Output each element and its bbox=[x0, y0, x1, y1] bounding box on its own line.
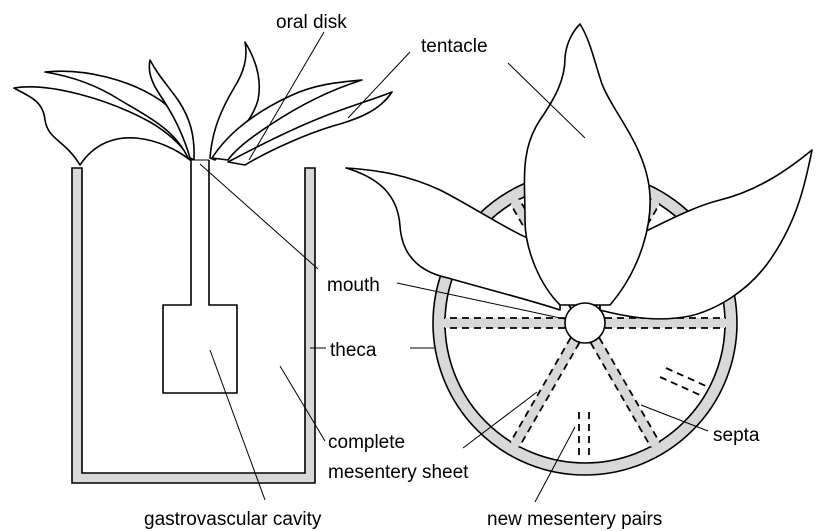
leader-complete-left bbox=[280, 366, 325, 441]
tentacle-top-center bbox=[524, 24, 650, 305]
tentacles-side bbox=[14, 42, 392, 165]
label-oral-disk: oral disk bbox=[276, 12, 347, 33]
label-septa: septa bbox=[713, 425, 760, 446]
tentacles-top bbox=[346, 24, 812, 319]
pharynx-tube bbox=[163, 160, 237, 393]
label-new-mesentery-pairs: new mesentery pairs bbox=[487, 509, 662, 530]
mouth-circle bbox=[565, 303, 605, 343]
label-complete-line1: complete bbox=[328, 432, 405, 453]
label-gastrovascular-cavity: gastrovascular cavity bbox=[144, 509, 322, 530]
label-complete-line2: mesentery sheet bbox=[328, 462, 469, 483]
leader-mouth-left bbox=[200, 164, 318, 269]
leader-tentacle-left bbox=[348, 52, 410, 118]
label-mouth: mouth bbox=[327, 275, 380, 296]
label-theca: theca bbox=[330, 340, 377, 361]
septum-4 bbox=[444, 318, 565, 328]
top-view bbox=[346, 24, 812, 475]
side-view bbox=[14, 42, 392, 483]
label-tentacle: tentacle bbox=[421, 36, 488, 57]
